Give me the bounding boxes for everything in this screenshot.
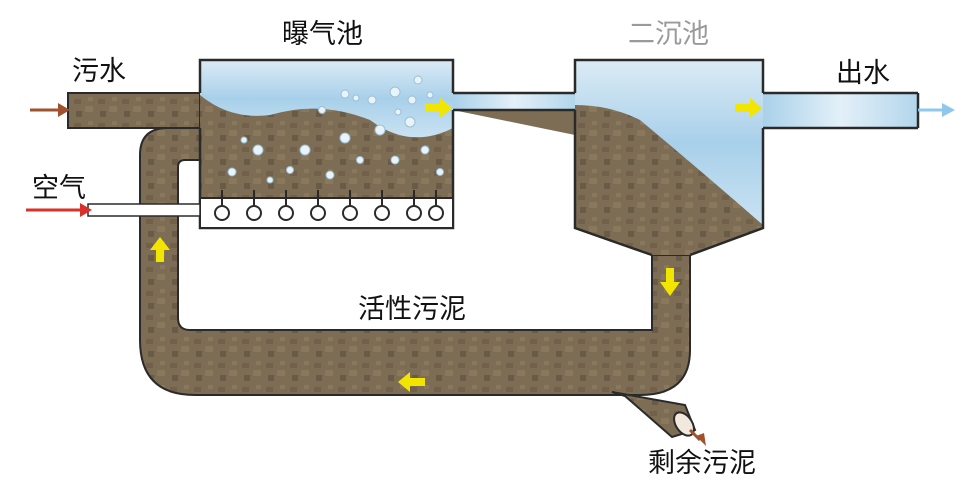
diffuser-icon [214,190,444,221]
excess-sludge-arrow-icon [688,428,706,446]
label-water-outlet: 出水 [836,58,890,89]
clarifier-water [575,60,763,225]
clarifier-outline [573,58,765,257]
bubble-icon [227,75,444,184]
connecting-channel [453,91,575,135]
label-activated-sludge: 活性污泥 [358,294,466,325]
return-sludge-loop [139,127,697,439]
label-excess-sludge: 剩余污泥 [648,448,756,479]
flow-arrow-icon [150,98,762,392]
air-arrow-icon [26,203,92,217]
water-outlet-pipe [763,91,920,130]
label-air-inlet: 空气 [32,173,86,204]
aeration-tank-water [200,60,453,138]
excess-sludge-outlet [673,411,695,437]
outlet-arrow-icon [918,103,955,117]
sewage-inlet-pipe [67,92,201,129]
air-pipe [87,203,201,217]
secondary-clarifier [573,58,765,257]
label-aeration-tank: 曝气池 [282,19,363,50]
label-sewage-inlet: 污水 [72,56,126,87]
diffuser-bar [199,197,454,229]
inlet-arrow-icon [30,103,70,117]
label-secondary-clarifier: 二沉池 [628,19,709,50]
aeration-tank [198,58,455,230]
